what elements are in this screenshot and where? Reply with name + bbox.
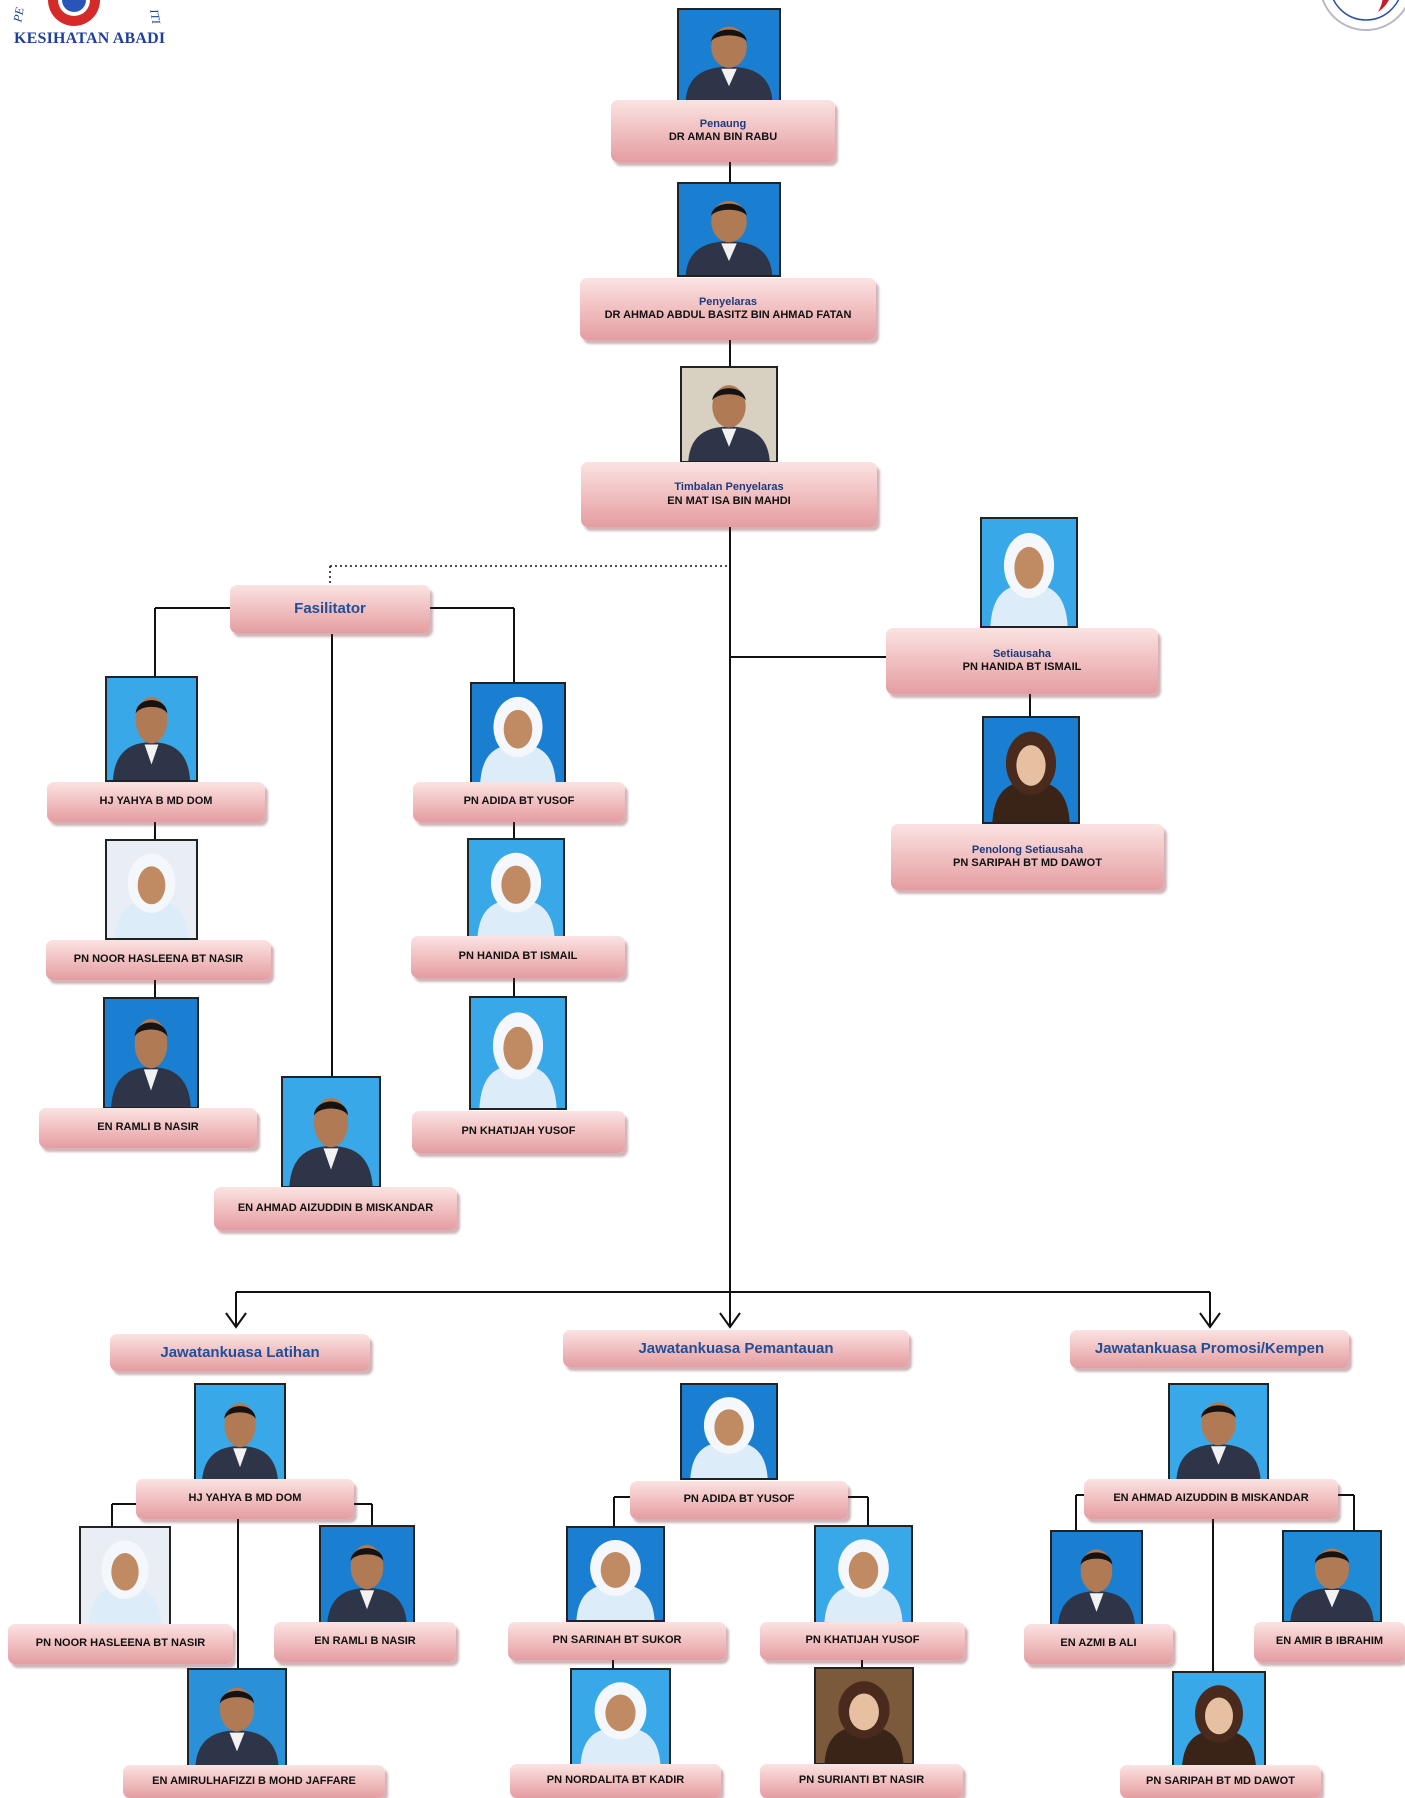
role-label: Timbalan Penyelaras bbox=[674, 481, 784, 494]
person-name: PN ADIDA BT YUSOF bbox=[463, 795, 575, 808]
role-label: Penolong Setiausaha bbox=[971, 843, 1084, 856]
member-photo bbox=[1050, 1530, 1143, 1628]
member-photo bbox=[680, 1383, 778, 1480]
committee-heading: Jawatankuasa Pemantauan bbox=[638, 1339, 834, 1357]
facilitator-card: PN KHATIJAH YUSOF bbox=[412, 1111, 625, 1153]
person-name: PN NORDALITA BT KADIR bbox=[546, 1774, 685, 1787]
svg-text:PE: PE bbox=[10, 6, 27, 25]
facilitator-photo bbox=[469, 996, 567, 1110]
facilitator-card: EN AHMAD AIZUDDIN B MISKANDAR bbox=[214, 1187, 457, 1230]
person-name: EN AHMAD AIZUDDIN B MISKANDAR bbox=[237, 1201, 434, 1214]
role-label: Penaung bbox=[699, 117, 747, 130]
committee-heading: Jawatankuasa Latihan bbox=[160, 1343, 320, 1361]
person-name: HJ YAHYA B MD DOM bbox=[99, 795, 213, 808]
member-photo bbox=[570, 1668, 671, 1766]
member-card: PN SURIANTI BT NASIR bbox=[760, 1764, 963, 1798]
person-name: PN KHATIJAH YUSOF bbox=[805, 1634, 920, 1647]
person-name: DR AHMAD ABDUL BASITZ BIN AHMAD FATAN bbox=[604, 309, 852, 321]
person-name: PN ADIDA BT YUSOF bbox=[683, 1493, 795, 1506]
person-name: PN HANIDA BT ISMAIL bbox=[458, 950, 578, 963]
badge-logo-icon bbox=[1321, 0, 1405, 31]
arrow-head-icon bbox=[225, 1312, 247, 1329]
person-name: EN MAT ISA BIN MAHDI bbox=[667, 494, 791, 507]
asst-secretary-photo bbox=[982, 716, 1080, 824]
logo: PE ITI KESIHATAN ABADI bbox=[0, 0, 170, 56]
facilitator-photo bbox=[103, 997, 199, 1109]
person-name: PN SARIPAH BT MD DAWOT bbox=[1146, 1774, 1295, 1787]
member-photo bbox=[319, 1525, 415, 1626]
member-card: EN AMIR B IBRAHIM bbox=[1254, 1622, 1405, 1662]
member-photo bbox=[814, 1525, 913, 1624]
facilitator-card: PN HANIDA BT ISMAIL bbox=[411, 936, 625, 978]
member-photo bbox=[1168, 1383, 1269, 1481]
facilitator-card: EN RAMLI B NASIR bbox=[39, 1108, 257, 1148]
person-name: PN KHATIJAH YUSOF bbox=[461, 1125, 576, 1138]
person-name: EN AMIRULHAFIZZI B MOHD JAFFARE bbox=[152, 1774, 356, 1787]
member-photo bbox=[814, 1667, 914, 1765]
svg-text:ITI: ITI bbox=[147, 7, 164, 26]
person-name: PN SARIPAH BT MD DAWOT bbox=[953, 857, 1102, 869]
member-card: EN RAMLI B NASIR bbox=[274, 1622, 456, 1662]
member-photo bbox=[194, 1383, 286, 1484]
facilitator-photo bbox=[470, 682, 566, 785]
arrow-head-icon bbox=[1199, 1312, 1221, 1329]
deputy-photo bbox=[680, 366, 778, 463]
person-name: PN SARINAH BT SUKOR bbox=[552, 1634, 682, 1647]
facilitator-card: HJ YAHYA B MD DOM bbox=[47, 782, 265, 822]
person-name: PN SURIANTI BT NASIR bbox=[798, 1774, 925, 1787]
member-card: PN NOOR HASLEENA BT NASIR bbox=[8, 1624, 233, 1664]
person-name: EN AMIR B IBRAHIM bbox=[1275, 1635, 1384, 1648]
member-card: PN NORDALITA BT KADIR bbox=[510, 1764, 721, 1798]
facilitator-photo bbox=[281, 1076, 381, 1188]
committee-promotion-header: Jawatankuasa Promosi/Kempen bbox=[1070, 1330, 1349, 1368]
person-name: HJ YAHYA B MD DOM bbox=[188, 1492, 302, 1505]
person-name: DR AMAN BIN RABU bbox=[668, 131, 778, 143]
role-label: Penyelaras bbox=[698, 295, 758, 308]
person-name: PN HANIDA BT ISMAIL bbox=[962, 661, 1082, 673]
person-name: EN RAMLI B NASIR bbox=[314, 1635, 416, 1648]
person-name: EN AZMI B ALI bbox=[1060, 1637, 1137, 1650]
committee-training-header: Jawatankuasa Latihan bbox=[110, 1334, 370, 1371]
facilitator-photo bbox=[105, 676, 198, 782]
role-label: Setiausaha bbox=[992, 647, 1052, 660]
badge-logo bbox=[1300, 0, 1405, 36]
committee-lead-card: HJ YAHYA B MD DOM bbox=[136, 1479, 354, 1519]
member-card: EN AZMI B ALI bbox=[1024, 1624, 1173, 1664]
coordinator-photo bbox=[677, 182, 781, 277]
committee-monitoring-header: Jawatankuasa Pemantauan bbox=[563, 1330, 909, 1367]
logo-emblem-icon: PE ITI bbox=[10, 0, 164, 26]
member-photo bbox=[1282, 1530, 1382, 1623]
facilitator-photo bbox=[467, 838, 565, 940]
committee-heading: Jawatankuasa Promosi/Kempen bbox=[1094, 1340, 1325, 1357]
member-card: PN SARIPAH BT MD DAWOT bbox=[1120, 1765, 1321, 1798]
member-photo bbox=[566, 1526, 665, 1622]
member-photo bbox=[187, 1668, 287, 1768]
secretary-photo bbox=[980, 517, 1078, 628]
person-name: EN RAMLI B NASIR bbox=[97, 1121, 199, 1134]
facilitator-heading: Fasilitator bbox=[294, 600, 366, 617]
member-card: PN SARINAH BT SUKOR bbox=[508, 1622, 726, 1660]
person-name: PN NOOR HASLEENA BT NASIR bbox=[73, 953, 244, 966]
facilitator-card: PN NOOR HASLEENA BT NASIR bbox=[46, 940, 271, 980]
member-card: EN AMIRULHAFIZZI B MOHD JAFFARE bbox=[123, 1765, 385, 1798]
facilitator-header: Fasilitator bbox=[230, 585, 430, 633]
member-photo bbox=[79, 1526, 171, 1626]
facilitator-photo bbox=[105, 839, 198, 940]
person-name: EN AHMAD AIZUDDIN B MISKANDAR bbox=[1113, 1492, 1309, 1505]
member-card: PN KHATIJAH YUSOF bbox=[760, 1622, 965, 1660]
member-photo bbox=[1172, 1671, 1266, 1769]
patron-photo bbox=[677, 8, 781, 102]
facilitator-card: PN ADIDA BT YUSOF bbox=[413, 782, 625, 822]
arrow-head-icon bbox=[719, 1312, 741, 1329]
person-name: PN NOOR HASLEENA BT NASIR bbox=[35, 1637, 206, 1650]
logo-text: KESIHATAN ABADI bbox=[14, 30, 166, 47]
committee-lead-card: EN AHMAD AIZUDDIN B MISKANDAR bbox=[1084, 1479, 1338, 1519]
committee-lead-card: PN ADIDA BT YUSOF bbox=[630, 1481, 848, 1519]
